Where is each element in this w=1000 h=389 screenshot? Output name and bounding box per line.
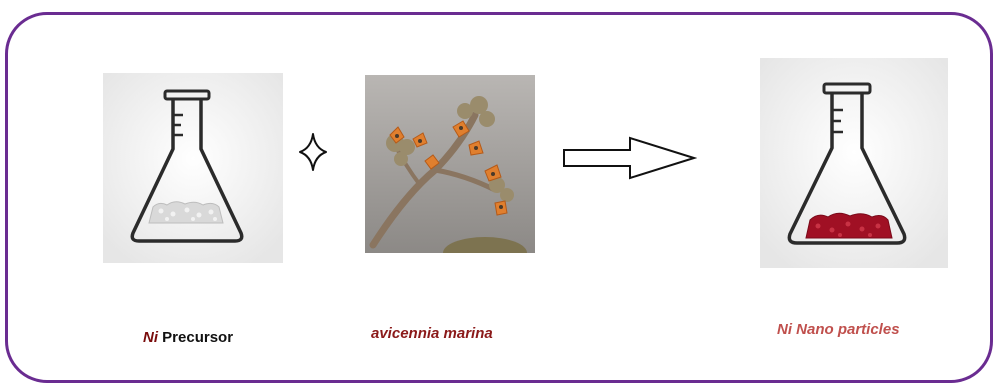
- precursor-flask-image: [103, 73, 283, 263]
- precursor-word-label: Precursor: [162, 329, 233, 346]
- avicennia-marina-photo: [365, 75, 535, 253]
- nanoparticles-flask-image: [760, 58, 948, 268]
- product-caption: Ni Nano particles: [777, 321, 900, 338]
- right-arrow-icon: [562, 136, 697, 180]
- precursor-caption: Ni Precursor: [143, 329, 233, 346]
- plant-caption: avicennia marina: [371, 325, 493, 342]
- four-point-star-icon: [298, 132, 328, 172]
- precursor-ni-label: Ni: [143, 329, 158, 346]
